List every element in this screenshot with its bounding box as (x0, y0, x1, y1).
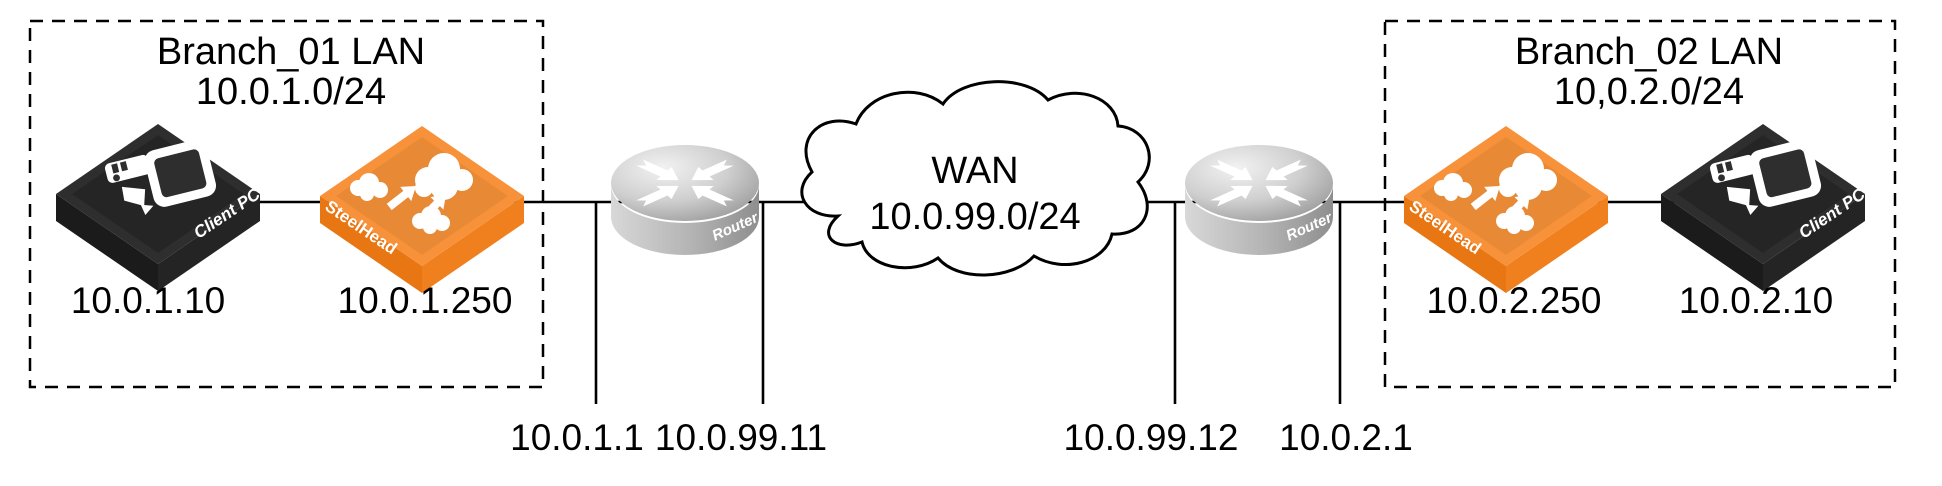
arrow-to-cloud-2 (1503, 194, 1530, 222)
steelhead-clouds-icon (350, 153, 473, 234)
wan-cloud-icon (800, 80, 1151, 277)
router1-wan-ip-label: 10.0.99.11 (655, 417, 827, 458)
tile-right-face (1506, 196, 1608, 293)
branch2-subnet-label: 10,0.2.0/24 (1554, 71, 1744, 113)
router-converging-arrows-icon (1210, 159, 1308, 207)
wan-cloud: WAN 10.0.99.0/24 (800, 80, 1151, 277)
pc1-ip-label: 10.0.1.10 (71, 280, 225, 321)
branch1-title: Branch_01 LAN (157, 31, 425, 73)
tile-left-face (56, 194, 158, 291)
tile-right-face (422, 196, 524, 293)
branch1-subnet-label: 10.0.1.0/24 (196, 71, 386, 113)
router-top-face (1185, 145, 1333, 221)
steelhead1-ip-label: 10.0.1.250 (338, 280, 513, 321)
router1-lan-ip-label: 10.0.1.1 (510, 417, 644, 458)
branch2-lan-box (1383, 19, 1897, 389)
steelhead2: SteelHead (1404, 126, 1608, 293)
client-pc2: Client PC (1661, 124, 1869, 291)
tile-left-face (1661, 194, 1763, 291)
router-body (1185, 185, 1333, 255)
router-converging-arrows-icon (636, 159, 734, 207)
steelhead1: SteelHead (320, 126, 524, 293)
arrow-to-cloud-1 (1470, 186, 1500, 211)
big-cloud (415, 153, 473, 200)
steelhead2-ip-label: 10.0.2.250 (1427, 280, 1602, 321)
big-cloud (1499, 153, 1557, 200)
branch2-title: Branch_02 LAN (1515, 31, 1783, 73)
small-cloud-left (350, 173, 388, 201)
client-pc-icon (1709, 139, 1822, 215)
wan-subnet-label: 10.0.99.0/24 (869, 196, 1080, 238)
steelhead-clouds-icon (1434, 153, 1557, 234)
pc2-ip-label: 10.0.2.10 (1679, 280, 1833, 321)
router2-wan-ip-label: 10.0.99.12 (1064, 417, 1239, 458)
arrow-to-cloud-1 (386, 186, 416, 211)
tile-left-face (1404, 196, 1506, 293)
tile-right-face (1763, 194, 1865, 291)
router-body (611, 185, 759, 255)
small-cloud-left (1434, 173, 1472, 201)
client-pc1: Client PC (56, 124, 264, 291)
wan-label: WAN (931, 150, 1018, 192)
tile-left-face (320, 196, 422, 293)
router1: Router (611, 145, 762, 255)
arrow-to-cloud-2 (419, 194, 446, 222)
router-top-face (611, 145, 759, 221)
router2-lan-ip-label: 10.0.2.1 (1279, 417, 1413, 458)
branch1-lan-box (28, 19, 545, 389)
router2: Router (1185, 145, 1336, 255)
client-pc-icon (104, 139, 217, 215)
tile-right-face (158, 194, 260, 291)
